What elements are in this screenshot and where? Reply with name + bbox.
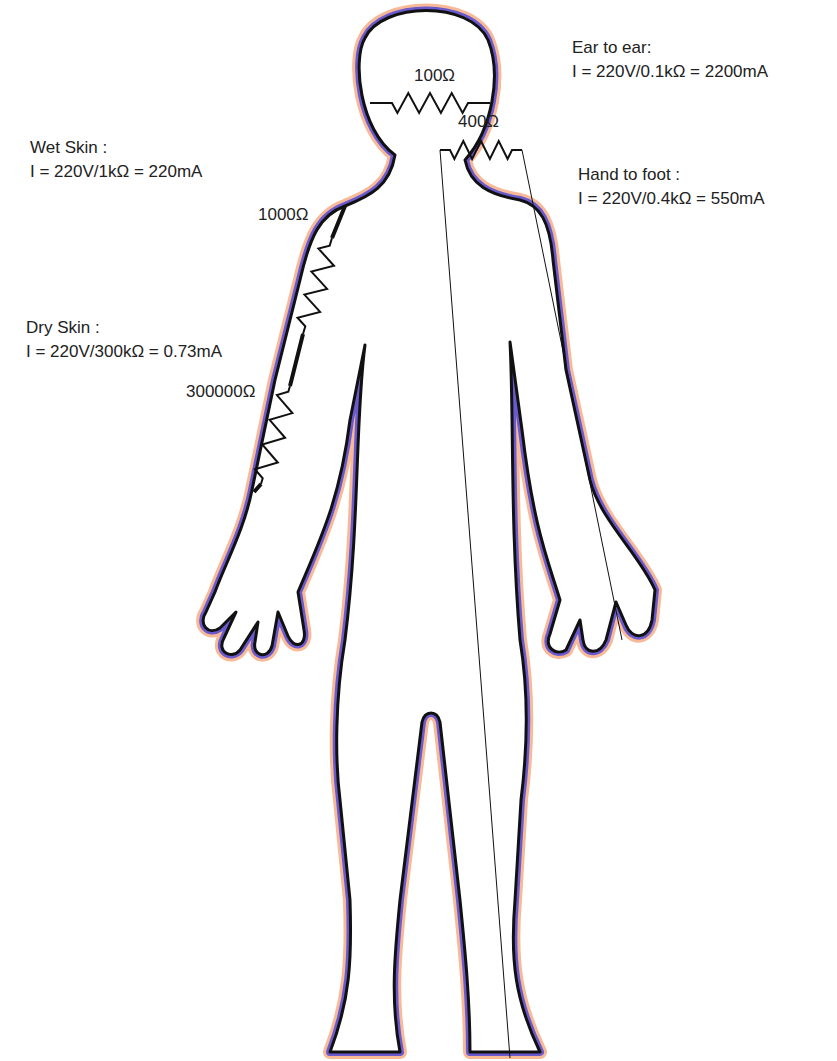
resistor-symbol: [255, 386, 293, 484]
current-formula: I = 220V/0.4kΩ = 550mA: [578, 189, 765, 209]
path-title: Ear to ear:: [572, 38, 651, 58]
resistance-value: 100Ω: [414, 66, 455, 86]
path-title: Dry Skin :: [26, 318, 100, 338]
current-formula: I = 220V/0.1kΩ = 2200mA: [572, 62, 768, 82]
resistance-value: 400Ω: [458, 112, 499, 132]
resistor-symbol: [298, 238, 335, 334]
resistor-symbol: [370, 93, 490, 113]
current-formula: I = 220V/1kΩ = 220mA: [30, 162, 202, 182]
resistance-value: 300000Ω: [186, 382, 255, 402]
path-title: Hand to foot :: [578, 165, 680, 185]
path-title: Wet Skin :: [30, 138, 107, 158]
resistor-symbol: [440, 141, 522, 159]
current-formula: I = 220V/300kΩ = 0.73mA: [26, 342, 222, 362]
resistance-value: 1000Ω: [258, 205, 309, 225]
